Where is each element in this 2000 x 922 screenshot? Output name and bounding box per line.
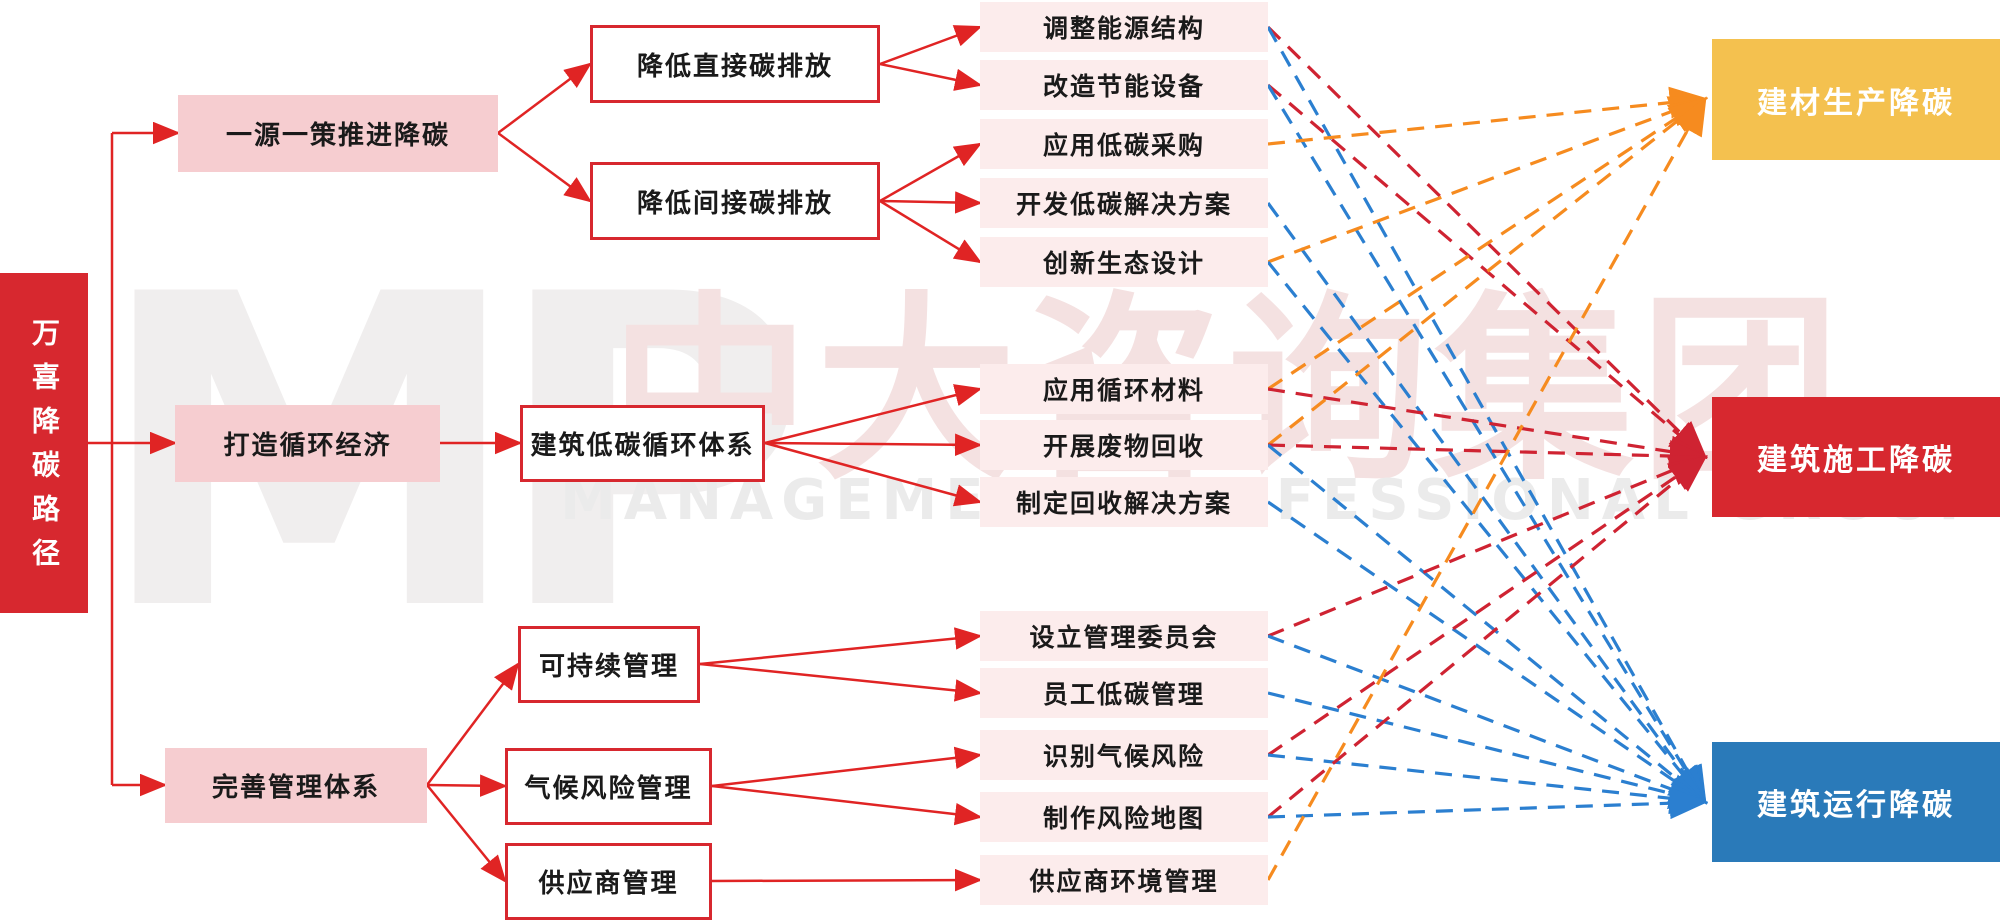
level4-circular-materials: 应用循环材料 (980, 364, 1268, 414)
level4-develop-low-carbon-solutions: 开发低碳解决方案 (980, 178, 1268, 228)
level3-indirect-emissions: 降低间接碳排放 (590, 162, 880, 240)
level3-supplier-management: 供应商管理 (505, 843, 712, 920)
level3-climate-risk-management: 气候风险管理 (505, 748, 712, 825)
level3-direct-emissions: 降低直接碳排放 (590, 25, 880, 103)
level4-low-carbon-procurement: 应用低碳采购 (980, 119, 1268, 169)
target-building-materials-production: 建材生产降碳 (1712, 39, 2000, 160)
level3-low-carbon-circular-system: 建筑低碳循环体系 (520, 405, 765, 482)
level4-eco-design-innovation: 创新生态设计 (980, 237, 1268, 287)
level4-retrofit-energy-saving-equipment: 改造节能设备 (980, 60, 1268, 110)
level4-recycling-solutions: 制定回收解决方案 (980, 477, 1268, 527)
level4-management-committee: 设立管理委员会 (980, 611, 1268, 661)
level4-identify-climate-risk: 识别气候风险 (980, 730, 1268, 780)
target-building-operation: 建筑运行降碳 (1712, 742, 2000, 862)
target-building-construction: 建筑施工降碳 (1712, 397, 2000, 517)
level2-one-source-one-policy: 一源一策推进降碳 (178, 95, 498, 172)
level3-sustainable-management: 可持续管理 (518, 626, 700, 703)
level4-employee-low-carbon-management: 员工低碳管理 (980, 668, 1268, 718)
level4-adjust-energy-structure: 调整能源结构 (980, 2, 1268, 52)
level4-waste-recycling: 开展废物回收 (980, 420, 1268, 470)
level2-management-system: 完善管理体系 (165, 748, 427, 823)
level2-circular-economy: 打造循环经济 (175, 405, 440, 482)
level4-supplier-environment-management: 供应商环境管理 (980, 855, 1268, 905)
root-node-carbon-path: 万喜降碳路径 (0, 273, 88, 613)
level4-risk-map: 制作风险地图 (980, 792, 1268, 842)
